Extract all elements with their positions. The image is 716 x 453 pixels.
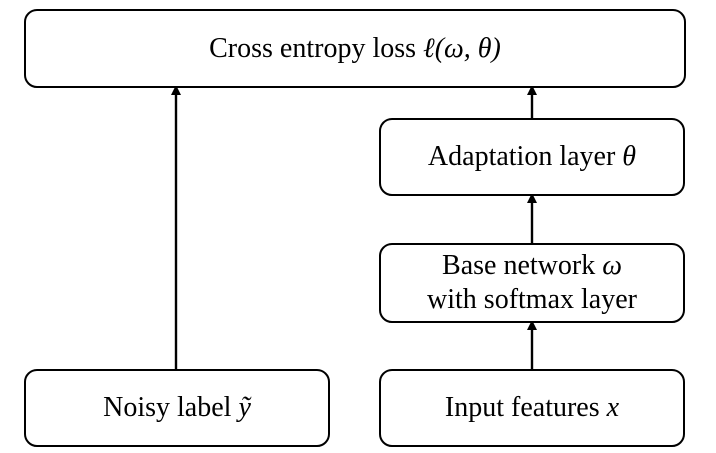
node-noisy-label-label: Noisy label ỹ bbox=[103, 391, 251, 425]
adapt-math: θ bbox=[622, 141, 637, 173]
loss-text: Cross entropy loss bbox=[209, 32, 424, 64]
base-line1-text: Base network bbox=[442, 250, 603, 282]
node-base-network-line2: with softmax layer bbox=[427, 284, 637, 315]
input-math: x bbox=[606, 392, 620, 424]
node-cross-entropy-loss-label: Cross entropy loss ℓ(ω, θ) bbox=[209, 32, 501, 66]
node-input-features-label: Input features x bbox=[445, 391, 619, 425]
noisy-math: ỹ bbox=[238, 392, 251, 424]
node-base-network-line1: Base network ω bbox=[442, 249, 622, 283]
adapt-text: Adaptation layer bbox=[427, 141, 623, 173]
node-cross-entropy-loss: Cross entropy loss ℓ(ω, θ) bbox=[24, 9, 686, 88]
noisy-text: Noisy label bbox=[103, 392, 239, 424]
node-noisy-label: Noisy label ỹ bbox=[24, 369, 330, 447]
node-input-features: Input features x bbox=[379, 369, 685, 447]
node-adaptation-layer-label: Adaptation layer θ bbox=[428, 140, 636, 174]
loss-math: ℓ(ω, θ) bbox=[423, 32, 501, 64]
base-line1-math: ω bbox=[602, 250, 622, 282]
input-text: Input features bbox=[444, 392, 607, 424]
node-base-network: Base network ω with softmax layer bbox=[379, 243, 685, 323]
node-adaptation-layer: Adaptation layer θ bbox=[379, 118, 685, 196]
